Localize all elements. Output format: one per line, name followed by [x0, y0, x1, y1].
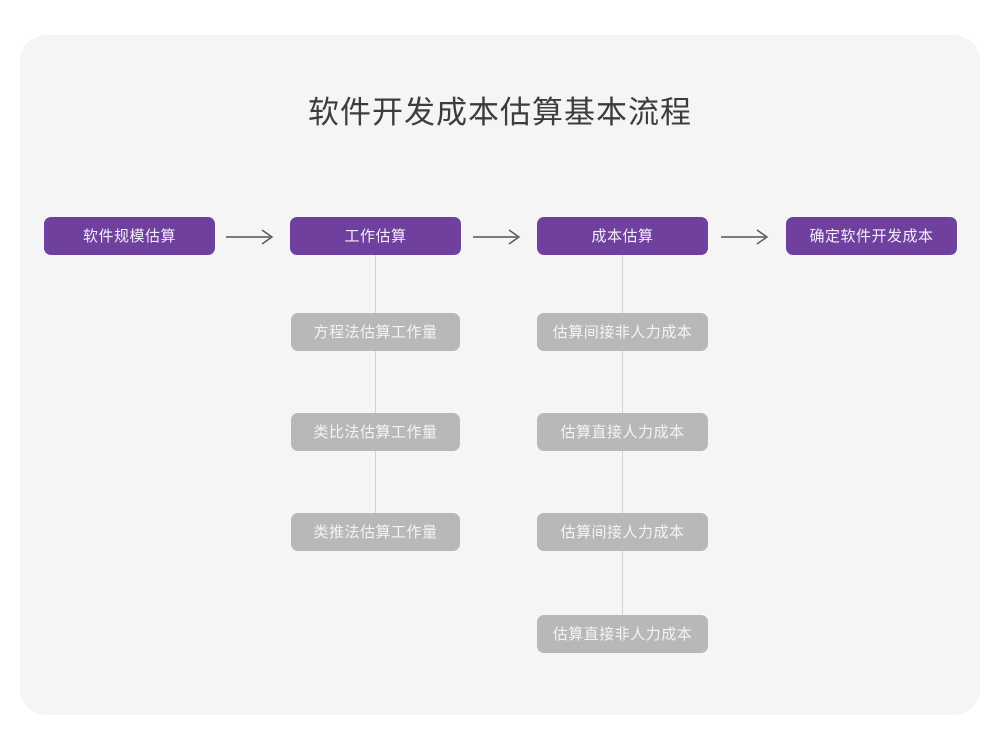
- branch-node-effort-equation-method[interactable]: 方程法估算工作量: [291, 313, 460, 351]
- arrow-right-icon: [225, 227, 277, 247]
- branch-node-effort-analogy-method[interactable]: 类比法估算工作量: [291, 413, 460, 451]
- flow-node-determine-development-cost[interactable]: 确定软件开发成本: [786, 217, 957, 255]
- arrow-right-icon: [472, 227, 524, 247]
- page-title: 软件开发成本估算基本流程: [308, 95, 692, 130]
- connector-line-effort-branch: [375, 255, 376, 515]
- flow-node-cost-estimation[interactable]: 成本估算: [537, 217, 708, 255]
- branch-node-effort-analogue-method[interactable]: 类推法估算工作量: [291, 513, 460, 551]
- branch-node-indirect-non-labor-cost[interactable]: 估算间接非人力成本: [537, 313, 708, 351]
- flow-node-effort-estimation[interactable]: 工作估算: [290, 217, 461, 255]
- flow-node-software-scale-estimation[interactable]: 软件规模估算: [44, 217, 215, 255]
- slide-card: 软件开发成本估算基本流程 软件规模估算 工作估算 成本估算 确定软件开发成本 方…: [20, 35, 980, 715]
- branch-node-direct-non-labor-cost[interactable]: 估算直接非人力成本: [537, 615, 708, 653]
- branch-node-direct-labor-cost[interactable]: 估算直接人力成本: [537, 413, 708, 451]
- arrow-right-icon: [720, 227, 772, 247]
- branch-node-indirect-labor-cost[interactable]: 估算间接人力成本: [537, 513, 708, 551]
